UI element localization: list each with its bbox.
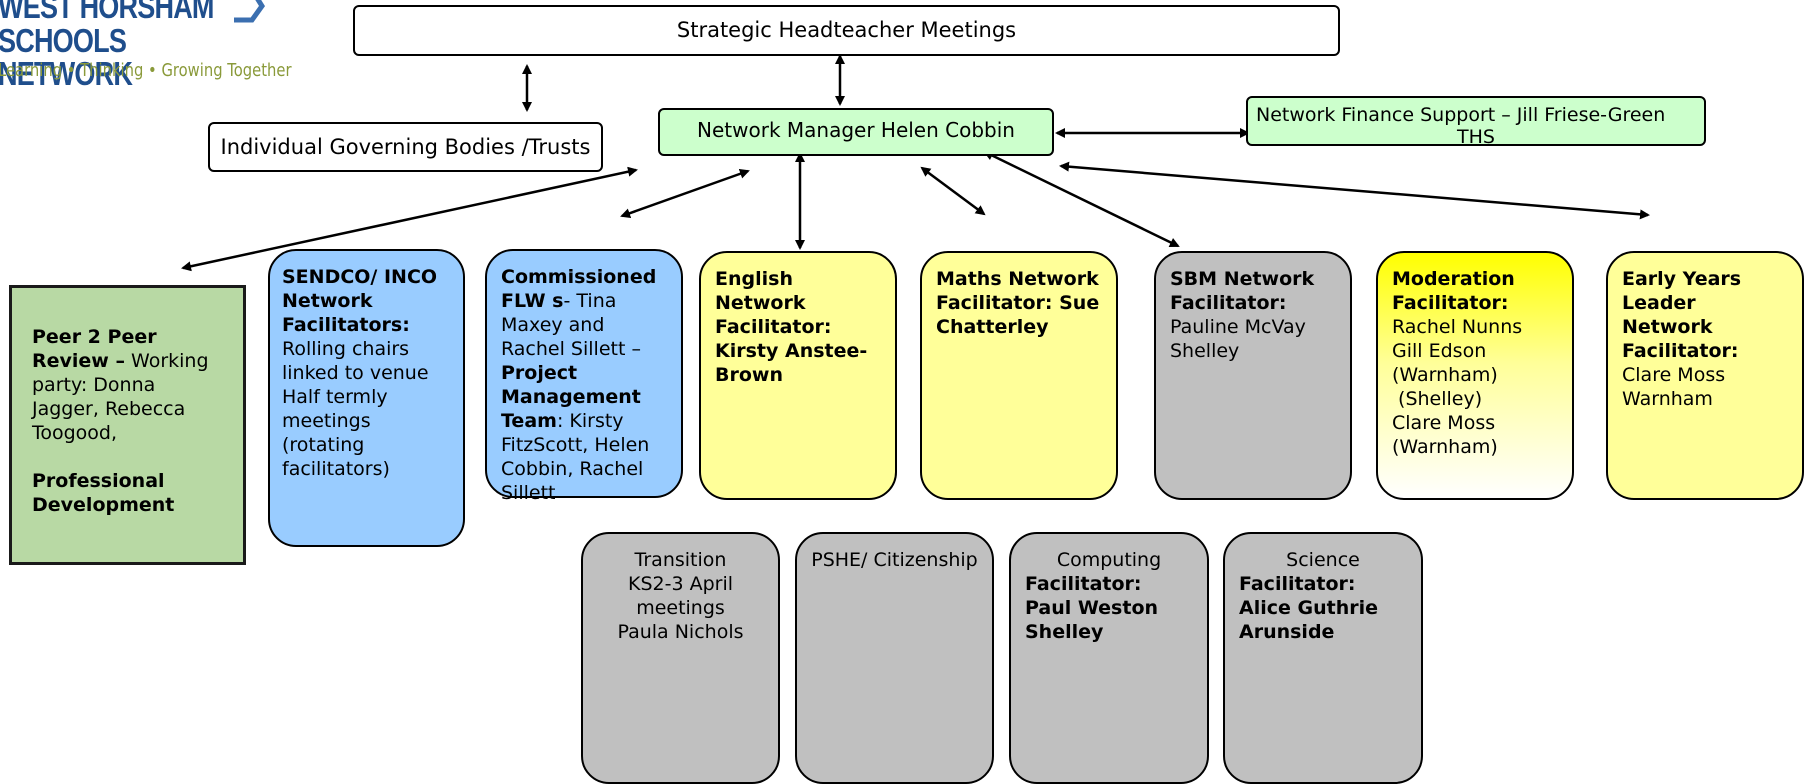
- logo-emblem-icon: [234, 0, 266, 23]
- governing-bodies-label: Individual Governing Bodies /Trusts: [220, 135, 591, 159]
- sendco-text: Rolling chairs linked to venue Half term…: [282, 338, 429, 480]
- sbm-title: SBM Network Facilitator:: [1170, 268, 1315, 314]
- moderation-line-1: Rachel Nunns: [1392, 316, 1523, 338]
- science-card: Science Facilitator: Alice Guthrie Aruns…: [1223, 532, 1423, 784]
- arrow-manager-maths: [920, 166, 986, 216]
- sbm-card: SBM Network Facilitator: Pauline McVay S…: [1154, 251, 1352, 500]
- early-years-text: Clare Moss Warnham: [1622, 364, 1726, 410]
- transition-card: Transition KS2-3 April meetings Paula Ni…: [581, 532, 780, 784]
- logo-line2: SCHOOLS NETWORK: [0, 22, 133, 92]
- english-card: English Network Facilitator: Kirsty Anst…: [699, 251, 897, 500]
- finance-support-box: Network Finance Support – Jill Friese-Gr…: [1246, 96, 1706, 146]
- finance-support-sub: THS: [1457, 126, 1495, 146]
- early-years-card: Early Years Leader Network Facilitator: …: [1606, 251, 1804, 500]
- logo: WEST HORSHAM SCHOOLS NETWORK Learning • …: [0, 0, 300, 90]
- sbm-text: Pauline McVay Shelley: [1170, 316, 1306, 362]
- english-title: English Network Facilitator: Kirsty Anst…: [715, 268, 868, 386]
- moderation-title: Moderation Facilitator:: [1392, 268, 1515, 314]
- transition-line-2: KS2-3 April: [627, 573, 734, 595]
- logo-line1: WEST HORSHAM: [0, 0, 214, 25]
- governing-bodies-box: Individual Governing Bodies /Trusts: [208, 122, 603, 172]
- computing-title: Facilitator: Paul Weston Shelley: [1025, 573, 1159, 643]
- arrow-manager-sbm: [983, 150, 1180, 248]
- peer-review-title: Peer 2 Peer Review –: [32, 326, 157, 372]
- strategic-headteacher-box: Strategic Headteacher Meetings: [353, 5, 1340, 56]
- transition-line-1: Transition: [634, 549, 727, 571]
- arrow-manager-peer: [181, 166, 638, 272]
- transition-line-3: meetings: [636, 597, 725, 619]
- maths-title: Maths Network Facilitator: Sue Chatterle…: [936, 268, 1100, 338]
- logo-tagline: Learning • Thinking • Growing Together: [0, 60, 292, 81]
- pshe-card: PSHE/ Citizenship: [795, 532, 994, 784]
- peer-review-footer: Professional Development: [32, 470, 175, 516]
- transition-line-4: Paula Nichols: [617, 621, 744, 643]
- arrow-manager-early: [1059, 161, 1650, 220]
- moderation-line-2: Gill Edson: [1392, 340, 1487, 362]
- maths-card: Maths Network Facilitator: Sue Chatterle…: [920, 251, 1118, 500]
- moderation-line-3: (Warnham): [1392, 364, 1498, 386]
- sendco-card: SENDCO/ INCO Network Facilitators: Rolli…: [268, 249, 465, 547]
- commissioned-bold2: Project Management Team: [501, 362, 641, 432]
- pshe-text: PSHE/ Citizenship: [811, 549, 978, 571]
- sendco-title: SENDCO/ INCO Network Facilitators:: [282, 266, 438, 336]
- commissioned-text1: - Tina Maxey and Rachel Sillett –: [501, 290, 641, 360]
- computing-label: Computing: [1056, 549, 1162, 571]
- strategic-headteacher-label: Strategic Headteacher Meetings: [676, 18, 1017, 42]
- peer-review-card: Peer 2 Peer Review – Working party: Donn…: [9, 285, 246, 565]
- peer-review-text: Working party: Donna Jagger, Rebecca Too…: [32, 350, 209, 444]
- computing-card: Computing Facilitator: Paul Weston Shell…: [1009, 532, 1209, 784]
- science-label: Science: [1286, 549, 1360, 571]
- moderation-line-4: (Shelley): [1392, 388, 1483, 410]
- commissioned-card: Commissioned FLW s- Tina Maxey and Rache…: [485, 249, 683, 504]
- moderation-line-5: Clare Moss: [1392, 412, 1496, 434]
- commissioned-title: Commissioned FLW s: [501, 266, 657, 312]
- moderation-line-6: (Warnham): [1392, 436, 1498, 458]
- network-manager-box: Network Manager Helen Cobbin: [658, 108, 1054, 156]
- finance-support-label: Network Finance Support – Jill Friese-Gr…: [1256, 104, 1666, 126]
- science-title: Facilitator: Alice Guthrie Arunside: [1239, 573, 1378, 643]
- early-years-title: Early Years Leader Network Facilitator:: [1622, 268, 1742, 362]
- network-manager-label: Network Manager Helen Cobbin: [697, 118, 1015, 142]
- moderation-card: Moderation Facilitator: Rachel Nunns Gil…: [1376, 251, 1574, 500]
- commissioned-text2: : Kirsty FitzScott, Helen Cobbin, Rachel…: [501, 410, 650, 504]
- arrow-manager-sendco: [620, 168, 750, 219]
